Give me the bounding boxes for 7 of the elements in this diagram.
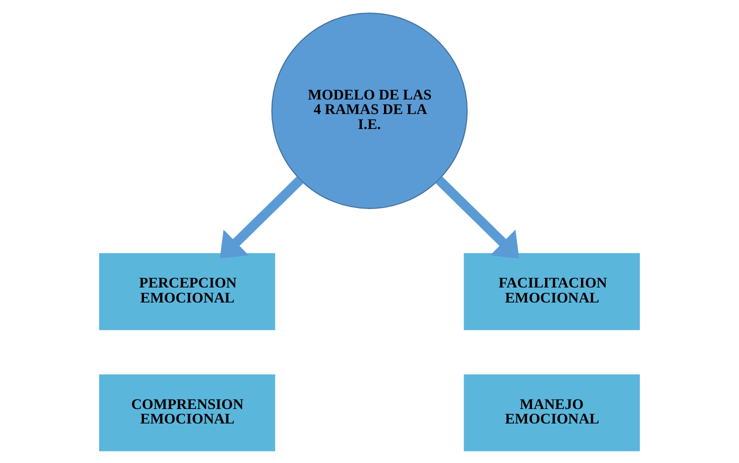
node-circle: MODELO DE LAS 4 RAMAS DE LA I.E. (271, 12, 468, 208)
node-box: MANEJO EMOCIONAL (464, 374, 640, 451)
arrow (220, 176, 304, 258)
node-box: FACILITACION EMOCIONAL (464, 252, 640, 330)
node-box: PERCEPCION EMOCIONAL (99, 252, 276, 330)
arrow (436, 176, 520, 258)
node-box: COMPRENSION EMOCIONAL (99, 374, 276, 451)
